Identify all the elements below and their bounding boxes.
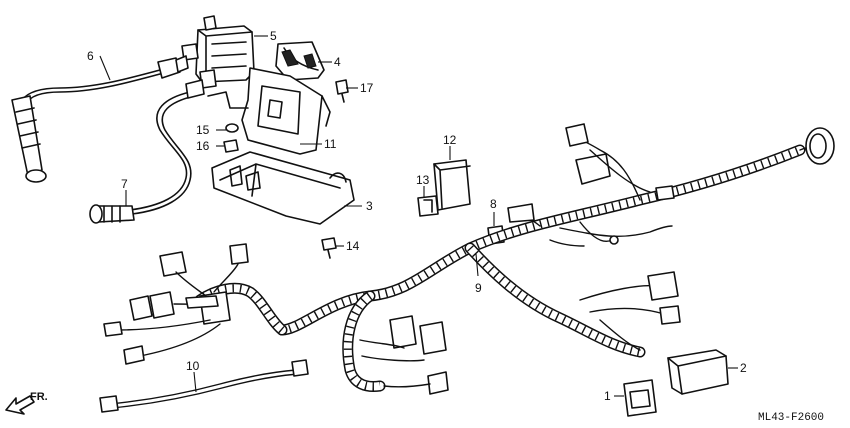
- spark-plug-lead-lower: [89, 79, 205, 224]
- bolt-14: [321, 237, 337, 259]
- stay-bracket: [207, 67, 331, 155]
- box-2: [667, 349, 729, 395]
- callout-2: 2: [740, 361, 747, 375]
- rubber-mount: [275, 41, 325, 81]
- callout-8: 8: [490, 197, 497, 211]
- callout-9: 9: [475, 281, 482, 295]
- callout-15: 15: [196, 123, 210, 137]
- clip-13: [417, 195, 439, 217]
- bolt-17: [335, 79, 349, 103]
- sub-harness-10: [99, 359, 309, 413]
- callout-3: 3: [366, 199, 373, 213]
- callout-17: 17: [360, 81, 374, 95]
- holder-1: [623, 379, 657, 417]
- direction-label: FR.: [30, 391, 48, 403]
- main-wire-harness: [103, 123, 835, 395]
- callout-16: 16: [196, 139, 210, 153]
- callout-10: 10: [186, 359, 200, 373]
- callout-numbers: 6 5 4 17 15 16 11 3 14 7 12 13 8 9 10 2 …: [87, 29, 747, 403]
- callout-13: 13: [416, 173, 430, 187]
- callout-7: 7: [121, 177, 128, 191]
- front-direction-arrow: FR.: [5, 391, 48, 415]
- relay-12: [433, 159, 471, 211]
- callout-11: 11: [324, 137, 337, 151]
- callout-12: 12: [443, 133, 457, 147]
- callout-14: 14: [346, 239, 360, 253]
- leader-lines: [99, 35, 738, 397]
- ignition-coil: [181, 15, 255, 89]
- callout-5: 5: [270, 29, 277, 43]
- callout-1: 1: [604, 389, 611, 403]
- washer-15: [225, 123, 239, 133]
- diagram-code: ML43-F2600: [758, 412, 824, 424]
- callout-6: 6: [87, 49, 94, 63]
- bolt-16: [223, 139, 239, 153]
- spark-plug-lead-upper: [11, 55, 189, 183]
- cover-tray: [211, 151, 355, 225]
- callout-4: 4: [334, 55, 341, 69]
